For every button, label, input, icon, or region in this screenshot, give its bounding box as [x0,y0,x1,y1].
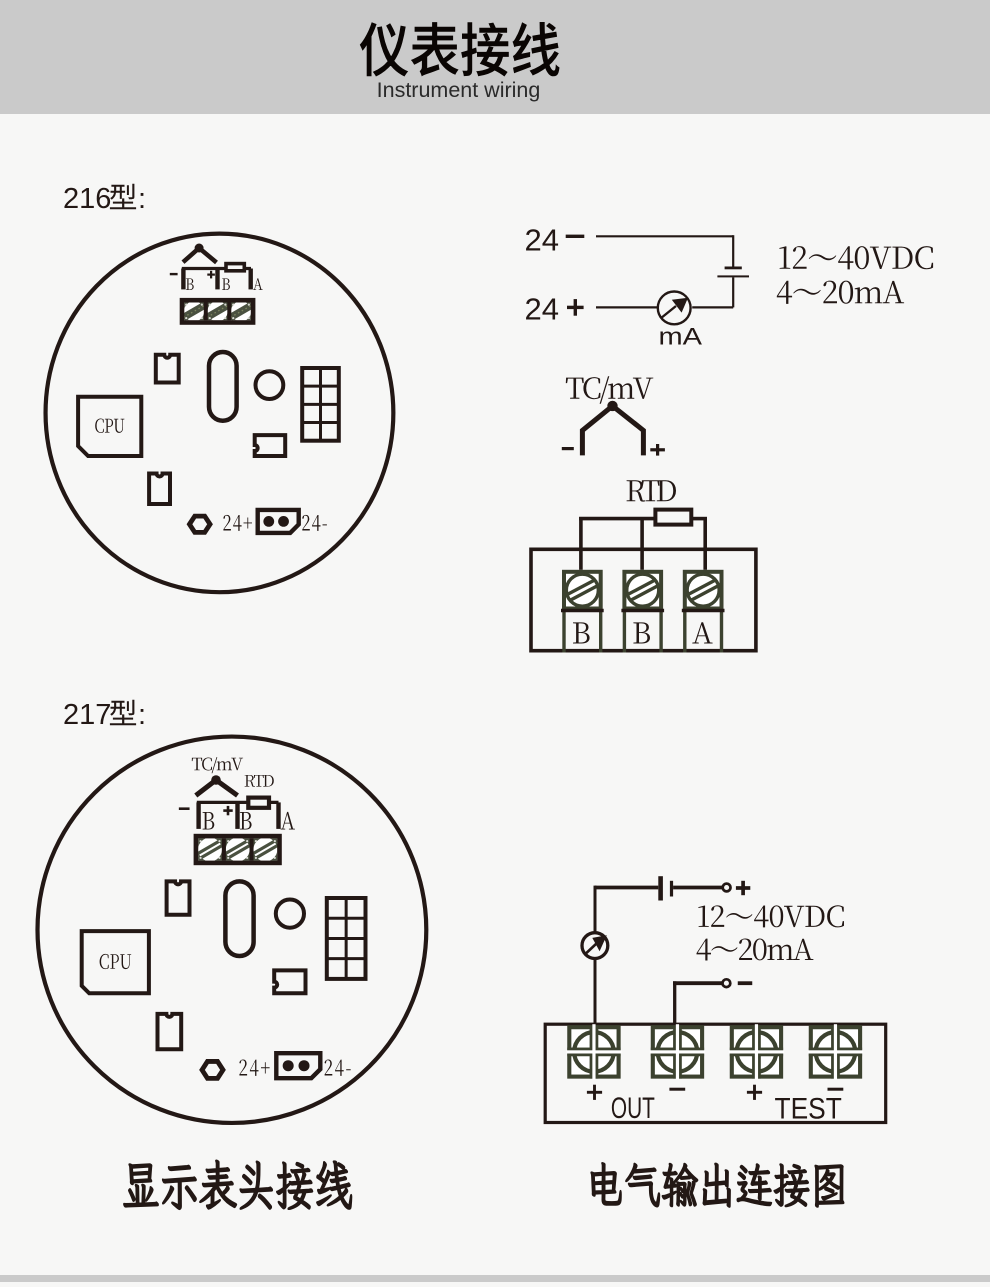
svg-text:217: 217 [63,699,111,731]
svg-text:OUT: OUT [611,1092,655,1125]
svg-text:24: 24 [525,292,559,327]
svg-text::: : [138,699,146,731]
svg-text:Instrument wiring: Instrument wiring [377,78,541,102]
svg-text:216: 216 [63,183,111,215]
svg-text:24: 24 [525,222,559,257]
svg-text:mA: mA [659,324,703,351]
svg-text:TEST: TEST [775,1093,842,1126]
svg-text::: : [138,183,146,215]
